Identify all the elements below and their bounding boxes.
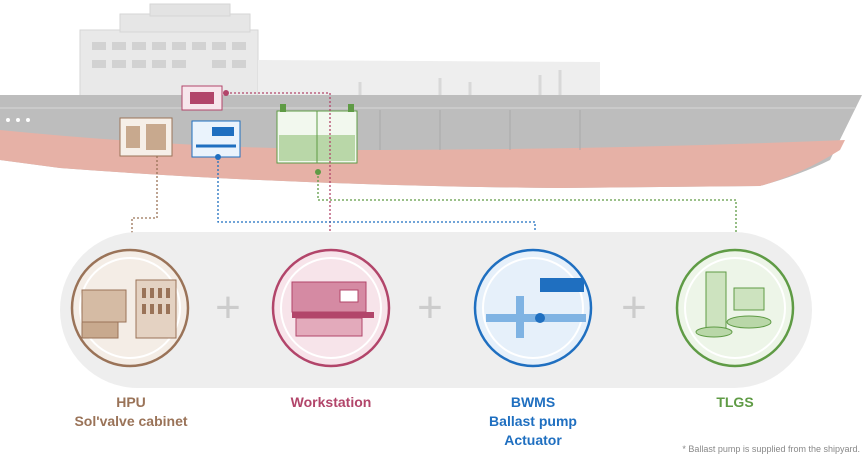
label-workstation: Workstation — [271, 393, 391, 412]
label-hpu: HPU Sol'valve cabinet — [70, 393, 192, 431]
label-tlgs: TLGS — [675, 393, 795, 412]
tlgs-label: TLGS — [716, 394, 754, 410]
ship-superstructure — [79, 3, 600, 99]
footnote: * Ballast pump is supplied from the ship… — [682, 444, 860, 454]
ship-workstation-box — [181, 85, 223, 111]
ship-tlgs-tank — [276, 104, 358, 164]
ship-hpu-box — [119, 117, 173, 157]
hpu-label-line-2: Sol'valve cabinet — [74, 413, 188, 429]
plus-signs: + + + — [215, 283, 647, 332]
tlgs-connector — [317, 172, 737, 250]
component-panel — [60, 232, 812, 388]
plus-sign-3: + — [621, 283, 647, 332]
bwms-label-line-1: BWMS — [510, 394, 556, 410]
bwms-label-line-2: Ballast pump — [489, 413, 577, 429]
ship-bwms-box — [191, 120, 241, 158]
bwms-circle — [473, 248, 593, 368]
hpu-circle — [70, 248, 190, 368]
workstation-circle — [271, 248, 391, 368]
tlgs-circle — [675, 248, 795, 368]
label-bwms: BWMS Ballast pump Actuator — [473, 393, 593, 450]
plus-sign-2: + — [417, 283, 443, 332]
plus-sign-1: + — [215, 283, 241, 332]
hpu-label-line-1: HPU — [116, 394, 146, 410]
hpu-connector — [131, 156, 158, 246]
workstation-connector — [226, 92, 331, 246]
workstation-label: Workstation — [290, 394, 372, 410]
bwms-label-line-3: Actuator — [504, 432, 562, 448]
ship-hull — [0, 95, 862, 188]
